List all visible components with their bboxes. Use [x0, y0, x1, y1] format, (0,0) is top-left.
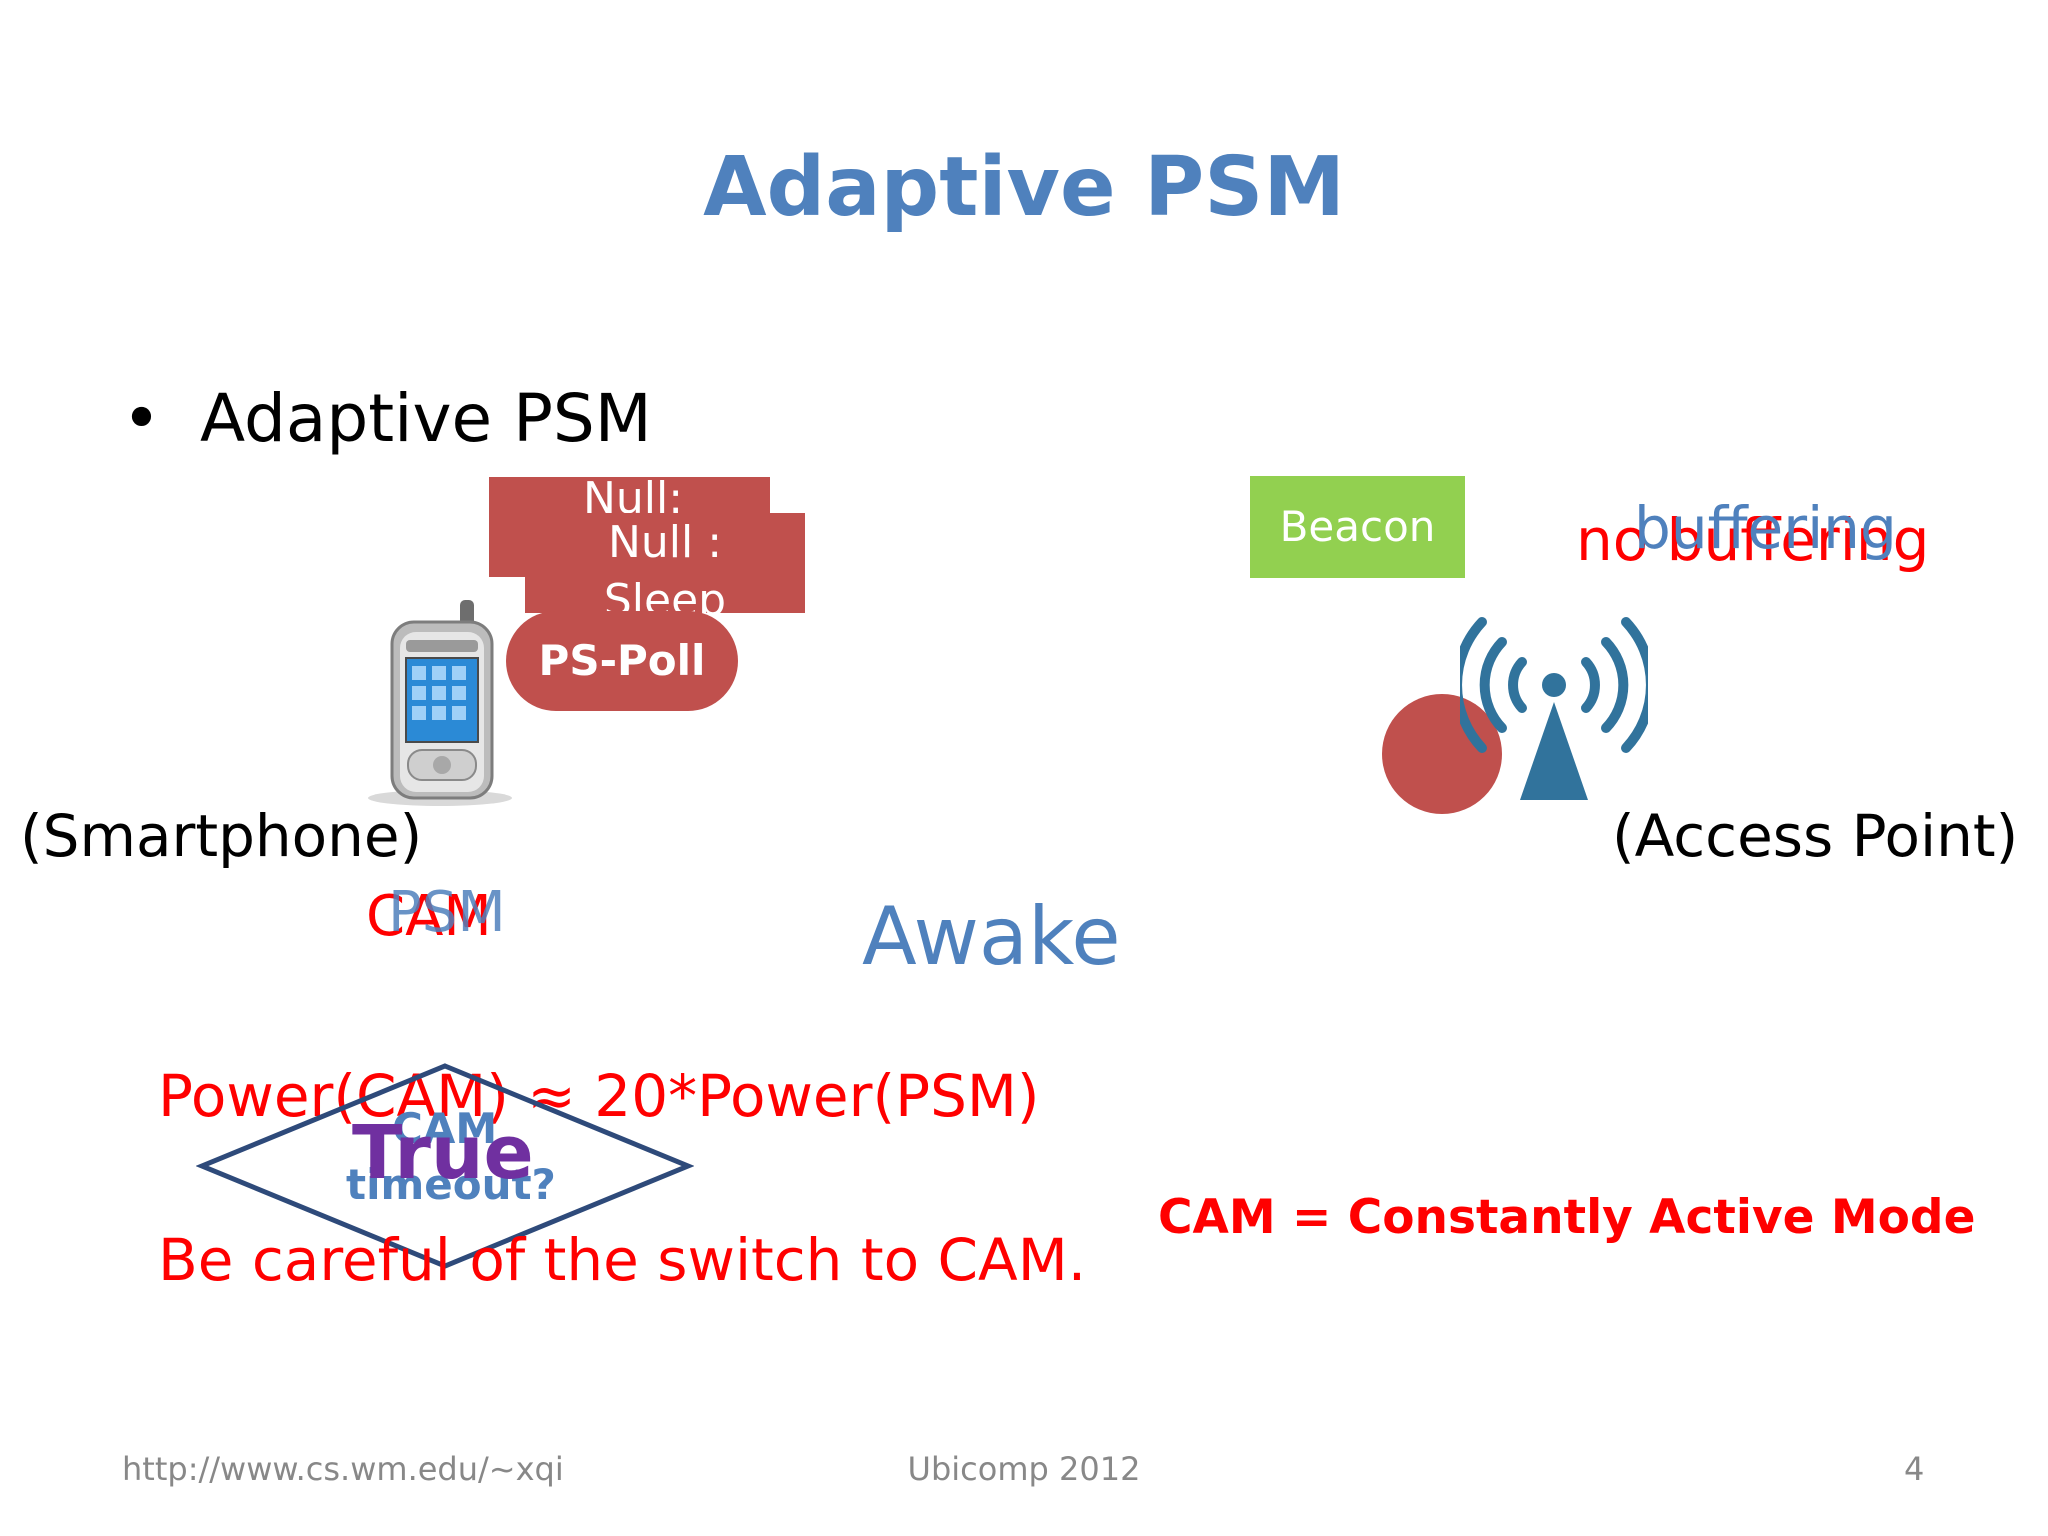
slide-title: Adaptive PSM — [703, 140, 1345, 235]
bullet-text: Adaptive PSM — [200, 380, 652, 457]
careful-note: Be careful of the switch to CAM. — [158, 1226, 1087, 1294]
no-buffering-label: no buffering — [1576, 506, 1930, 574]
diamond-line2: timeout? — [346, 1160, 556, 1209]
footer-url: http://www.cs.wm.edu/~xqi — [122, 1450, 564, 1488]
awake-label: Awake — [862, 890, 1121, 983]
cam-definition: CAM = Constantly Active Mode — [1158, 1190, 1976, 1245]
beacon-frame: Beacon — [1250, 476, 1465, 578]
bullet-glyph: • — [122, 380, 161, 457]
mode-psm-label: PSM — [388, 880, 506, 945]
access-point-label: (Access Point) — [1612, 802, 2019, 870]
power-equation: Power(CAM) ≈ 20*Power(PSM) — [158, 1062, 1040, 1130]
footer-venue: Ubicomp 2012 — [907, 1450, 1141, 1488]
ps-poll-frame: PS-Poll — [506, 611, 738, 711]
packet-dot-icon — [1382, 694, 1502, 814]
null-sleep-frame: Null : Sleep — [525, 513, 805, 626]
page-number: 4 — [1904, 1450, 1925, 1488]
decision-diamond — [196, 1063, 694, 1269]
bullet-item: • Adaptive PSM — [122, 380, 652, 457]
smartphone-label: (Smartphone) — [20, 802, 423, 870]
true-label: True — [352, 1110, 534, 1196]
diamond-line1: CAM — [392, 1104, 498, 1153]
smartphone-icon — [368, 600, 512, 806]
buffering-label: buffering — [1634, 494, 1897, 562]
wireless-access-point-icon — [1460, 617, 1648, 800]
mode-cam-label: CAM — [366, 884, 492, 949]
null-sleep-frame-line1: Null : — [607, 517, 723, 568]
